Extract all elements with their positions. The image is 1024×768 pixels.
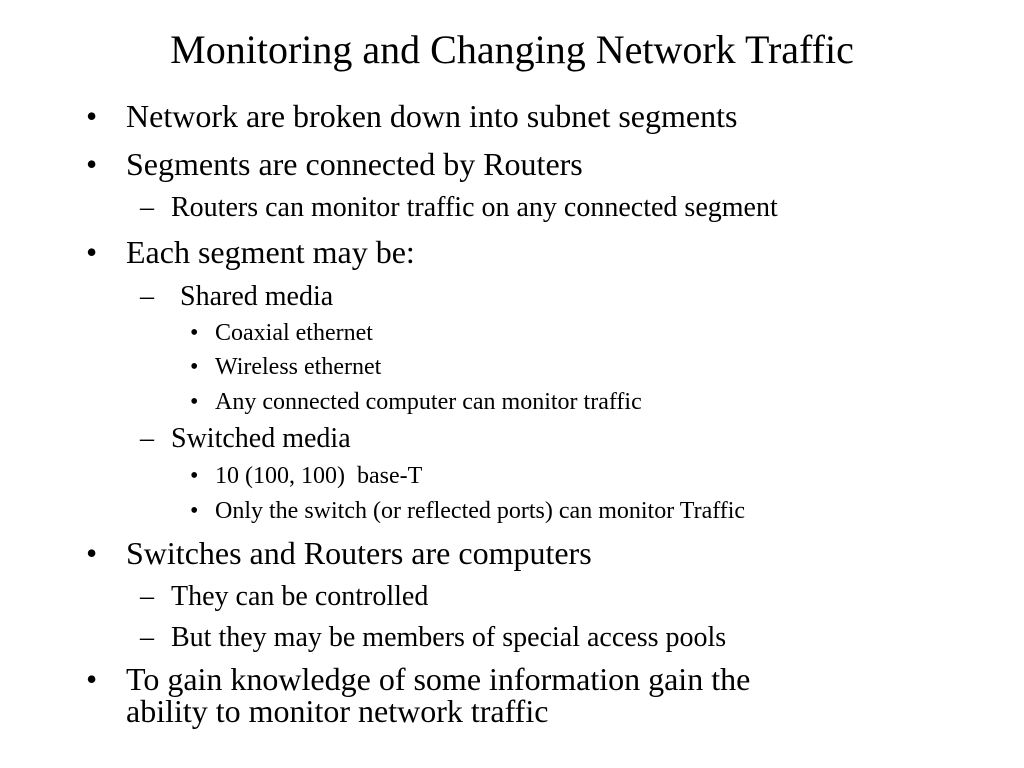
sub-sub-item-text: Wireless ethernet [215,354,382,380]
bullet-marker: • [86,535,98,571]
sub-item-text: But they may be members of special acces… [171,622,727,653]
sub-sub-item-text: 10 (100, 100) base-T [215,463,423,489]
bullet-text: Each segment may be: [126,234,415,270]
sub-item-text: Routers can monitor traffic on any conne… [171,192,778,223]
bullet-text-continuation: ability to monitor network traffic [126,695,548,727]
bullet-marker: • [86,98,98,134]
sub-sub-item-text: Only the switch (or reflected ports) can… [215,498,746,524]
bullet-text: ability to monitor network traffic [126,693,549,729]
slide-title: Monitoring and Changing Network Traffic [170,27,854,72]
sub-item-text: They can be controlled [171,581,429,612]
bullet-marker: • [190,389,199,415]
sub-item-text: Shared media [173,281,334,312]
bullet-text: Segments are connected by Routers [126,146,583,182]
bullet-marker: • [86,661,98,697]
sub-sub-item-text: Any connected computer can monitor traff… [215,389,642,415]
bullet-marker: • [190,498,199,524]
bullet-marker: • [86,234,98,270]
dash-marker: – [140,281,154,312]
bullet-marker: • [190,320,199,346]
dash-marker: – [140,581,154,612]
bullet-marker: • [190,354,199,380]
bullet-marker: • [86,146,98,182]
bullet-text: To gain knowledge of some information ga… [126,661,751,697]
bullet-marker: • [190,463,199,489]
sub-item-text: Switched media [171,423,351,454]
dash-marker: – [140,423,154,454]
bullet-text: Switches and Routers are computers [126,535,592,571]
dash-marker: – [140,622,154,653]
dash-marker: – [140,192,154,223]
bullet-text: Network are broken down into subnet segm… [126,98,738,134]
sub-sub-item-text: Coaxial ethernet [215,320,373,346]
